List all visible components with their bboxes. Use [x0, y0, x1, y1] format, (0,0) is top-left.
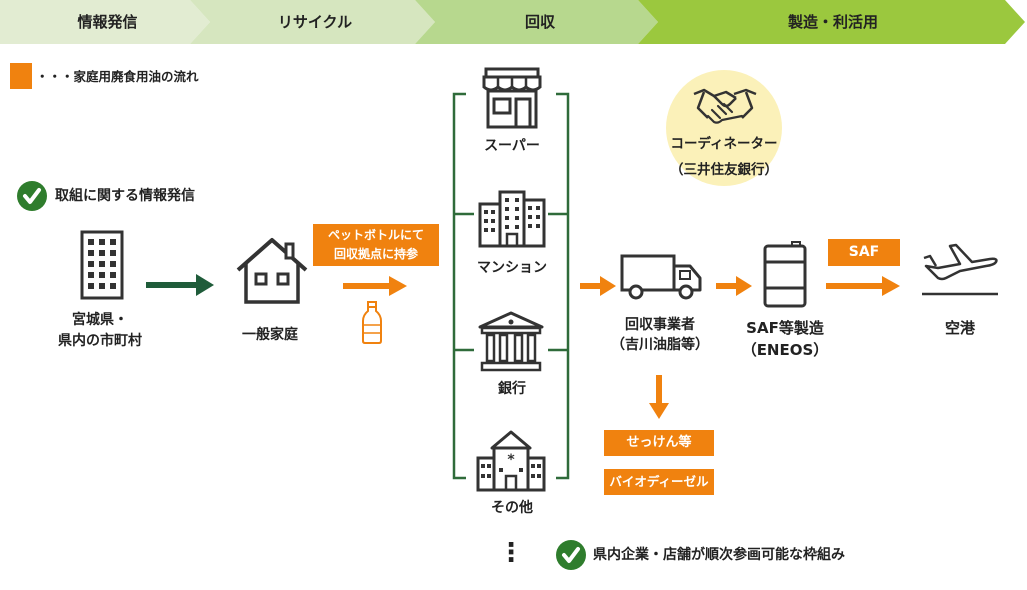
pet-bottle-icon [362, 301, 382, 344]
coordinator-label-1: コーディネーター [670, 136, 778, 152]
airplane-icon [922, 243, 998, 296]
arrow-right-orange-2 [580, 276, 616, 296]
handshake-icon [693, 88, 757, 124]
collector-label-1: 回収事業者 [625, 317, 695, 333]
saf-maker-label-1: SAF等製造 [746, 319, 824, 337]
arrow-down-orange [649, 375, 669, 419]
store-icon [482, 67, 542, 129]
household-label: 一般家庭 [242, 327, 298, 343]
pet-bottle-text-2: 回収拠点に持参 [333, 247, 418, 261]
svg-text:*: * [507, 452, 515, 468]
header-step-manufacture: 製造・利活用 [787, 13, 878, 31]
bank-icon [478, 311, 544, 372]
apartment-building-icon [478, 190, 546, 248]
header-step-bg-4 [638, 0, 1025, 44]
legend-text: ・・・家庭用廃食用油の流れ [36, 69, 199, 84]
saf-maker-label-2: （ENEOS） [741, 341, 829, 359]
coordinator-label-2: （三井住友銀行） [670, 162, 778, 178]
check-icon-2 [556, 540, 586, 570]
house-icon [236, 238, 308, 304]
collection-point-mansion: マンション [477, 260, 547, 276]
header-step-recycle: リサイクル [277, 13, 353, 31]
arrow-right-orange-3 [716, 276, 752, 296]
collection-bracket [452, 92, 570, 480]
arrow-right-orange [343, 276, 407, 296]
arrow-right-orange-4 [826, 276, 900, 296]
header-step-bg-1 [0, 0, 210, 44]
process-header [0, 0, 1025, 44]
check-icon [17, 181, 47, 211]
truck-icon [620, 254, 702, 300]
product-soap: せっけん等 [604, 430, 714, 456]
saf-box: SAF [828, 239, 900, 266]
framework-note: 県内企業・店舗が順次参画可能な枠組み [593, 547, 845, 563]
pet-bottle-box: ペットボトルにて 回収拠点に持参 [313, 224, 439, 266]
oil-drum-icon [763, 241, 807, 308]
ellipsis-indicator: ⋮ [498, 538, 524, 568]
coordinator-circle [666, 70, 782, 186]
school-building-icon: * [476, 430, 546, 492]
info-note: 取組に関する情報発信 [55, 188, 195, 204]
arrow-right-dark [146, 274, 214, 296]
prefecture-label-1: 宮城県・ [72, 312, 128, 328]
collection-point-bank: 銀行 [498, 381, 526, 397]
legend-swatch [10, 63, 32, 89]
header-step-bg-2 [190, 0, 435, 44]
product-biodiesel: バイオディーゼル [604, 469, 714, 495]
collector-label-2: （吉川油脂等） [611, 337, 709, 353]
collection-point-supermarket: スーパー [484, 138, 540, 154]
pet-bottle-text-1: ペットボトルにて [327, 228, 424, 242]
collection-point-other: その他 [491, 500, 533, 516]
header-step-info: 情報発信 [77, 13, 138, 31]
office-building-icon [80, 230, 124, 300]
prefecture-label-2: 県内の市町村 [58, 333, 142, 349]
header-step-collect: 回収 [524, 13, 555, 31]
header-step-bg-3 [415, 0, 658, 44]
airport-label: 空港 [944, 319, 975, 337]
